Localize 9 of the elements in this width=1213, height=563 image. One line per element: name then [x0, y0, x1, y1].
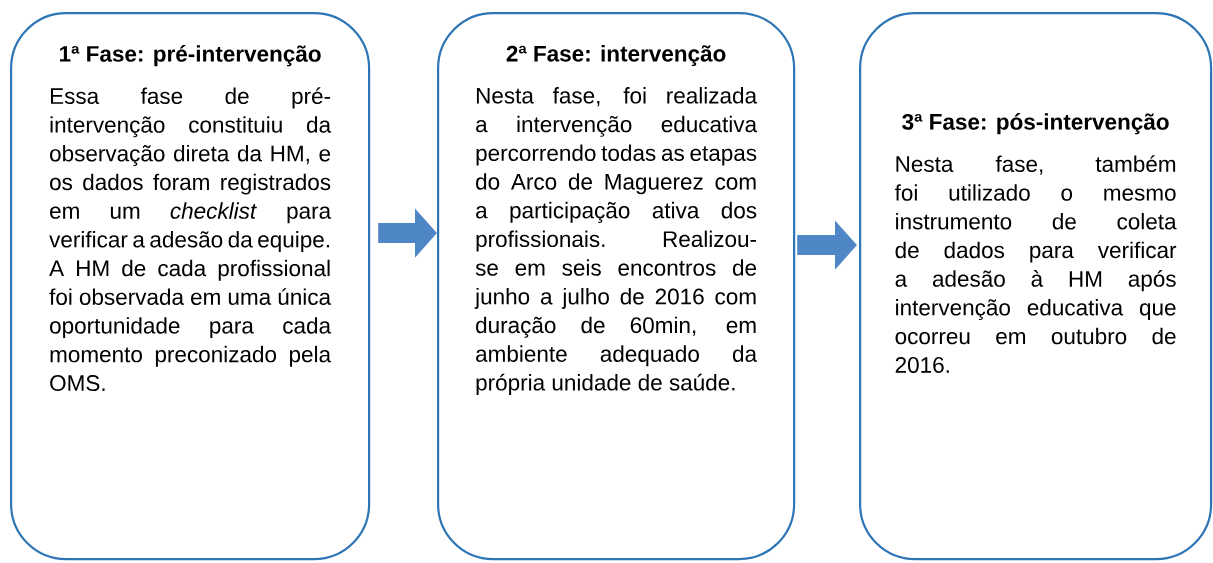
phase-box: [859, 12, 1213, 561]
phase-box: [437, 12, 796, 561]
phase-heading: 3ª Fase: pós-intervenção: [902, 113, 1169, 135]
phase-heading: 1ª Fase: pré-intervenção: [60, 45, 321, 67]
phase-description: Nesta fase, também foi utilizado o mesmo instrumento de coleta de dados para verificar a adesão à HM após intervenção educativa que ocorreu em outubro de 2016.: [894, 155, 1177, 373]
phase-heading: 2ª Fase: intervenção: [506, 45, 726, 67]
phase-box: [10, 12, 371, 561]
phase-description: Nesta fase, foi realizada a intervenção educativa percorrendo todas as etapas do Arco de Maguerez com a participação ativa dos profissionais. Realizou-se em seis encontros de junho a julho de 2016 com duração de 60min, em ambiente adequado da própria unidade de saúde.: [474, 87, 758, 396]
phase-description: Essa fase de pré-intervenção constituiu da observação direta da HM, e os dados foram registrados em um checklist para verificar a adesão da equipe. A HM de cada profissional foi observada em uma única oportunidade para cada momento preconizado pela OMS.: [49, 87, 332, 392]
